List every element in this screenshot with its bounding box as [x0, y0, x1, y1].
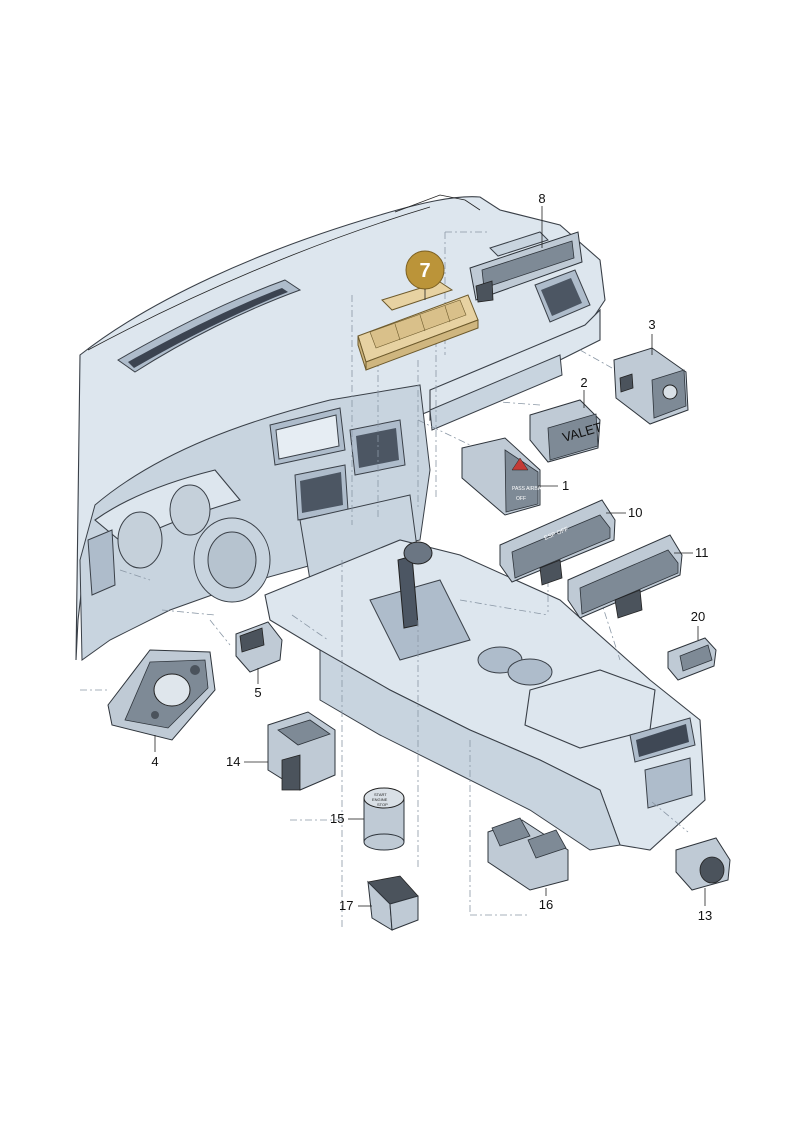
callout-14[interactable]: 14 — [226, 754, 240, 769]
part-16-window-switches[interactable] — [487, 817, 569, 891]
part-17-switch[interactable] — [367, 875, 419, 931]
callout-5[interactable]: 5 — [254, 685, 261, 700]
callout-16[interactable]: 16 — [539, 897, 553, 912]
engine-label: ENGINE — [372, 797, 388, 802]
part-14-switch[interactable] — [267, 711, 336, 791]
callout-2[interactable]: 2 — [580, 375, 587, 390]
callout-7-badge[interactable]: 7 — [405, 250, 445, 290]
part-7-switch-panel-highlighted[interactable] — [357, 281, 479, 371]
callout-15[interactable]: 15 — [330, 811, 344, 826]
part-20-small-switch[interactable] — [667, 637, 717, 681]
callout-11[interactable]: 11 — [695, 545, 709, 560]
part-5-switch[interactable] — [235, 621, 283, 673]
part-13-switch[interactable] — [675, 837, 731, 891]
callout-10[interactable]: 10 — [628, 505, 642, 520]
part-11-switch-strip[interactable] — [567, 534, 683, 619]
callout-7: 7 — [419, 260, 430, 282]
callout-4[interactable]: 4 — [151, 754, 158, 769]
callout-labels: 7 8 3 2 1 10 11 20 5 4 14 15 17 16 13 — [151, 191, 712, 923]
part-2-valet-switch[interactable]: VALET — [529, 399, 604, 463]
leader-lines — [154, 206, 706, 907]
pass-airbag-label: PASS AIRBAG — [512, 486, 545, 492]
part-4-light-switch[interactable] — [107, 649, 216, 741]
stop-label: STOP — [377, 802, 388, 807]
part-10-switch-strip[interactable]: ESP OFF — [499, 499, 616, 586]
part-3-switch[interactable] — [613, 347, 689, 425]
start-label: START — [374, 792, 387, 797]
callout-13[interactable]: 13 — [698, 908, 712, 923]
guide-lines — [80, 231, 689, 930]
callout-17[interactable]: 17 — [339, 898, 353, 913]
callout-8[interactable]: 8 — [538, 191, 545, 206]
callout-1[interactable]: 1 — [562, 478, 569, 493]
part-15-start-stop-button[interactable]: START ENGINE STOP — [363, 787, 405, 851]
callout-20[interactable]: 20 — [691, 609, 705, 624]
part-1-hazard-switch[interactable]: PASS AIRBAG OFF — [461, 437, 545, 516]
callout-3[interactable]: 3 — [648, 317, 655, 332]
part-8-switch-panel[interactable] — [469, 231, 583, 303]
off-label: OFF — [516, 496, 526, 502]
